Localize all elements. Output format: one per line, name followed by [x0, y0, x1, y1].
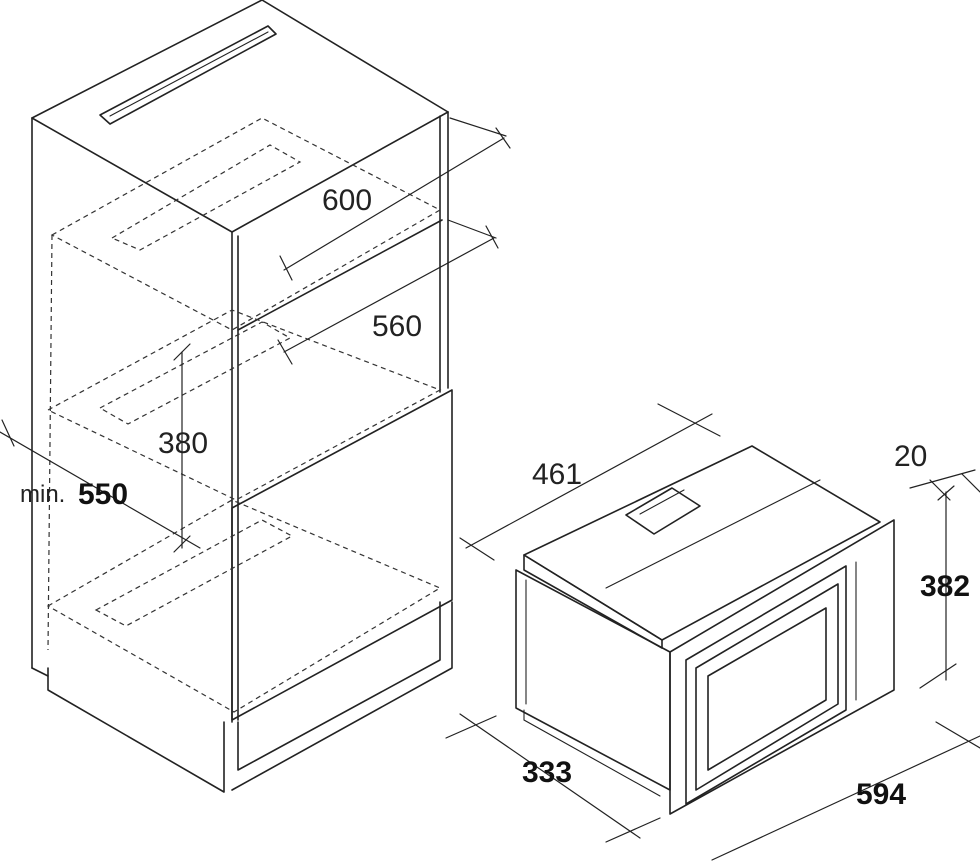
oven-door-glass: [695, 583, 839, 791]
oven-side-base: [523, 709, 661, 797]
dim-380-tick-bottom: [173, 535, 191, 553]
dim-594-line: [711, 735, 980, 861]
dim-333-line: [459, 713, 641, 839]
label-461: 461: [532, 458, 582, 491]
dim-20-line: [909, 469, 976, 489]
label-333: 333: [522, 756, 572, 789]
dim-461-line: [465, 413, 713, 549]
dim-594-tick-right: [935, 721, 980, 749]
dim-600-tick-left: [279, 255, 293, 281]
niche-shelf-top: [50, 117, 442, 331]
dim-20-tick-right: [961, 473, 980, 493]
niche-shelf-bottom-slot: [94, 519, 294, 627]
cabinet-plinth-front: [237, 601, 441, 771]
cabinet-top-front-edge: [31, 111, 449, 233]
dim-560-ext-right: [447, 219, 497, 239]
cabinet-top-vent: [99, 25, 277, 125]
dim-550-tick: [1, 419, 15, 447]
dim-600-ext-right: [449, 117, 507, 137]
dim-382-tick-top: [937, 485, 955, 501]
label-550: 550: [78, 478, 128, 511]
niche-shelf-middle-slot: [98, 321, 292, 425]
label-382: 382: [920, 570, 970, 603]
dim-560-tick-right: [485, 225, 499, 249]
dim-461-tick-left: [459, 537, 495, 561]
dim-333-tick-right: [605, 817, 661, 843]
label-min-prefix: min.: [20, 481, 65, 508]
cabinet-plinth-left: [47, 667, 225, 793]
cabinet-niche-top-line: [237, 219, 443, 331]
cabinet-drawing: [31, 0, 453, 793]
oven-top-ridge: [605, 479, 821, 589]
label-20: 20: [894, 440, 927, 473]
cabinet-top-vent-inner: [109, 31, 269, 117]
cabinet-base-corner: [31, 667, 49, 677]
oven-door-frame: [685, 565, 847, 805]
dim-600-line: [283, 137, 505, 271]
dim-600-tick-right: [495, 127, 511, 149]
label-380: 380: [158, 427, 208, 460]
oven-front-frame: [669, 519, 895, 815]
dim-20-tick: [929, 479, 951, 501]
cabinet-dimensions: [0, 117, 511, 553]
niche-back-left: [47, 234, 53, 651]
dim-550-line: [0, 431, 201, 549]
oven-window: [707, 607, 827, 771]
cabinet-lower-door: [231, 389, 453, 721]
dim-333-tick-left: [445, 715, 497, 739]
label-594: 594: [856, 778, 906, 811]
niche-shelf-middle: [46, 309, 442, 501]
niche-shelf-top-slot: [110, 144, 302, 251]
oven-top-vent: [625, 487, 701, 535]
oven-top-vent-inner: [639, 489, 685, 515]
niche-shelf-bottom: [46, 499, 442, 713]
label-560: 560: [372, 310, 422, 343]
dim-380-tick-top: [173, 343, 191, 361]
cabinet-top-edge: [31, 0, 449, 119]
dim-560-line: [283, 237, 495, 353]
cabinet-plinth-right: [231, 601, 453, 791]
label-600: 600: [322, 184, 372, 217]
dim-560-tick-left: [277, 339, 293, 365]
dim-461-tick-right: [657, 403, 721, 437]
dim-382-tick-bottom: [919, 663, 957, 689]
oven-top-front-lip: [523, 554, 663, 649]
oven-dimensions: [445, 403, 980, 861]
oven-drawing: [515, 445, 895, 815]
